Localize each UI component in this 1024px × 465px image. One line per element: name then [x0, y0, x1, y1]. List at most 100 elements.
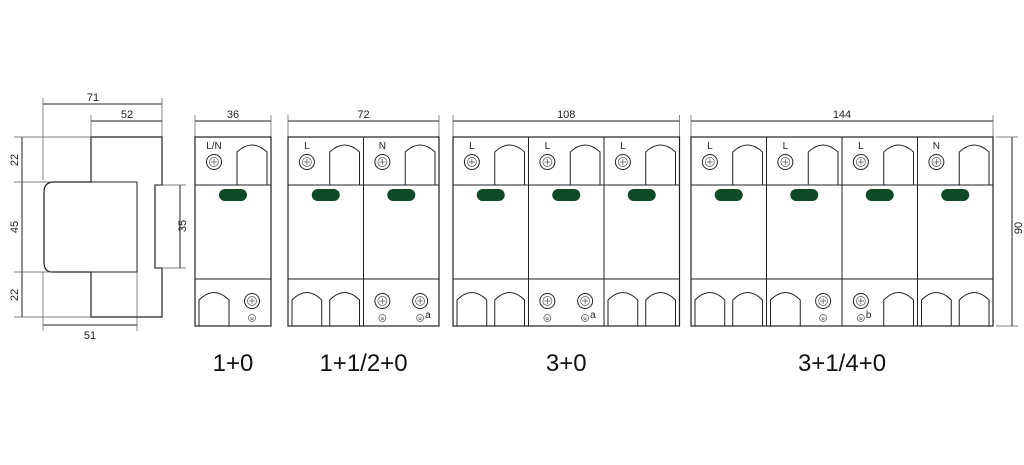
status-indicator: [476, 189, 505, 201]
config-label: 3+1/4+0: [798, 350, 886, 377]
ground-icon-mark: [418, 317, 423, 320]
screw-head: [542, 157, 553, 167]
terminal-screw: [463, 154, 480, 170]
width-label: 108: [557, 109, 575, 121]
terminal-label: L: [783, 141, 789, 152]
terminal-label: L/N: [206, 141, 222, 152]
ground-icon: [378, 314, 387, 322]
wire-channel: [236, 144, 268, 185]
wire-channel: [958, 292, 990, 326]
dim-rail: 35: [177, 220, 189, 232]
screw-head: [580, 296, 590, 306]
side-body-outline: [43, 136, 163, 318]
height-dimension: 90: [996, 136, 1024, 327]
terminal-screw: [614, 154, 631, 170]
terminal-label: N: [933, 141, 940, 152]
screw-slot: [782, 159, 789, 165]
status-indicator: [790, 189, 819, 201]
ground-icon-mark: [583, 317, 588, 320]
dim-left-mid: 45: [9, 221, 21, 233]
wire-channel: [494, 292, 525, 326]
wire-channel: [645, 292, 676, 326]
ground-icon: [416, 314, 424, 322]
terminal-label: L: [545, 141, 551, 152]
terminal-screw: [852, 154, 869, 170]
housing: [194, 136, 272, 327]
screw-head: [377, 296, 388, 306]
ground-suffix: a: [425, 310, 431, 321]
terminal-label: L: [858, 141, 864, 152]
screw-head: [856, 157, 866, 167]
terminal-screw: [852, 293, 869, 309]
terminal-screw: [701, 154, 718, 170]
status-indicator: [865, 189, 894, 201]
status-indicator: [311, 189, 340, 201]
ground-icon: [857, 314, 865, 322]
terminal-screw: [374, 154, 391, 170]
config-label: 1+1/2+0: [319, 350, 407, 377]
config-label: 1+0: [213, 350, 254, 377]
status-indicator: [714, 189, 743, 201]
screw-head: [302, 157, 312, 167]
terminal-label: L: [620, 141, 626, 152]
side-profile-view: 71 52 22 45 22 35 51: [9, 92, 189, 342]
screw-head: [467, 157, 477, 167]
wire-channel: [329, 292, 360, 326]
wire-channel: [883, 144, 914, 185]
screw-slot: [544, 159, 551, 165]
terminal-label: L: [707, 141, 713, 152]
dim-height: 90: [1013, 222, 1024, 234]
wire-channel: [807, 144, 839, 185]
ground-icon: [248, 314, 256, 322]
ground-icon-mark: [858, 317, 863, 320]
wire-channel: [329, 144, 360, 185]
screw-head: [618, 157, 628, 167]
terminal-label: N: [379, 141, 386, 152]
dim-left-top: 22: [9, 154, 21, 166]
wire-channel: [291, 292, 323, 326]
wire-channel: [404, 144, 436, 185]
ground-icon: [581, 314, 589, 322]
screw-head: [818, 296, 828, 306]
screw-head: [780, 157, 791, 167]
terminal-screw: [412, 293, 429, 309]
wire-channel: [883, 292, 914, 326]
terminal-screw: [777, 154, 794, 170]
terminal-label: L: [469, 141, 475, 152]
wire-channel: [732, 292, 763, 326]
screw-head: [856, 296, 866, 306]
terminal-screw: [539, 154, 556, 170]
width-label: 72: [357, 109, 369, 121]
screw-slot: [211, 159, 217, 165]
terminal-screw: [539, 293, 556, 309]
ground-icon-mark: [821, 317, 826, 320]
screw-head: [415, 296, 425, 306]
config-label: 3+0: [546, 350, 587, 377]
width-label: 144: [833, 109, 851, 121]
status-indicator: [627, 189, 656, 201]
dim-top-total: 71: [87, 92, 99, 104]
screw-head: [542, 296, 553, 306]
screw-slot: [417, 298, 424, 304]
status-indicator: [552, 189, 581, 201]
status-indicator: [219, 189, 247, 201]
status-indicator: [387, 189, 416, 201]
terminal-label: L: [304, 141, 310, 152]
wire-channel: [198, 292, 230, 326]
ground-icon-mark: [250, 317, 254, 320]
wire-channel: [921, 292, 952, 326]
screw-slot: [706, 159, 713, 165]
terminal-screw: [577, 293, 594, 309]
dim-top-inner: 52: [121, 109, 133, 121]
screw-slot: [468, 159, 475, 165]
ground-suffix: b: [866, 310, 872, 321]
status-indicator: [941, 189, 970, 201]
wire-channel: [494, 144, 525, 185]
wire-channel: [456, 292, 488, 326]
screw-slot: [933, 159, 940, 165]
unit-u2: 72L Na 1+1/2+0: [287, 109, 440, 377]
screw-slot: [857, 159, 864, 165]
screw-head: [705, 157, 715, 167]
